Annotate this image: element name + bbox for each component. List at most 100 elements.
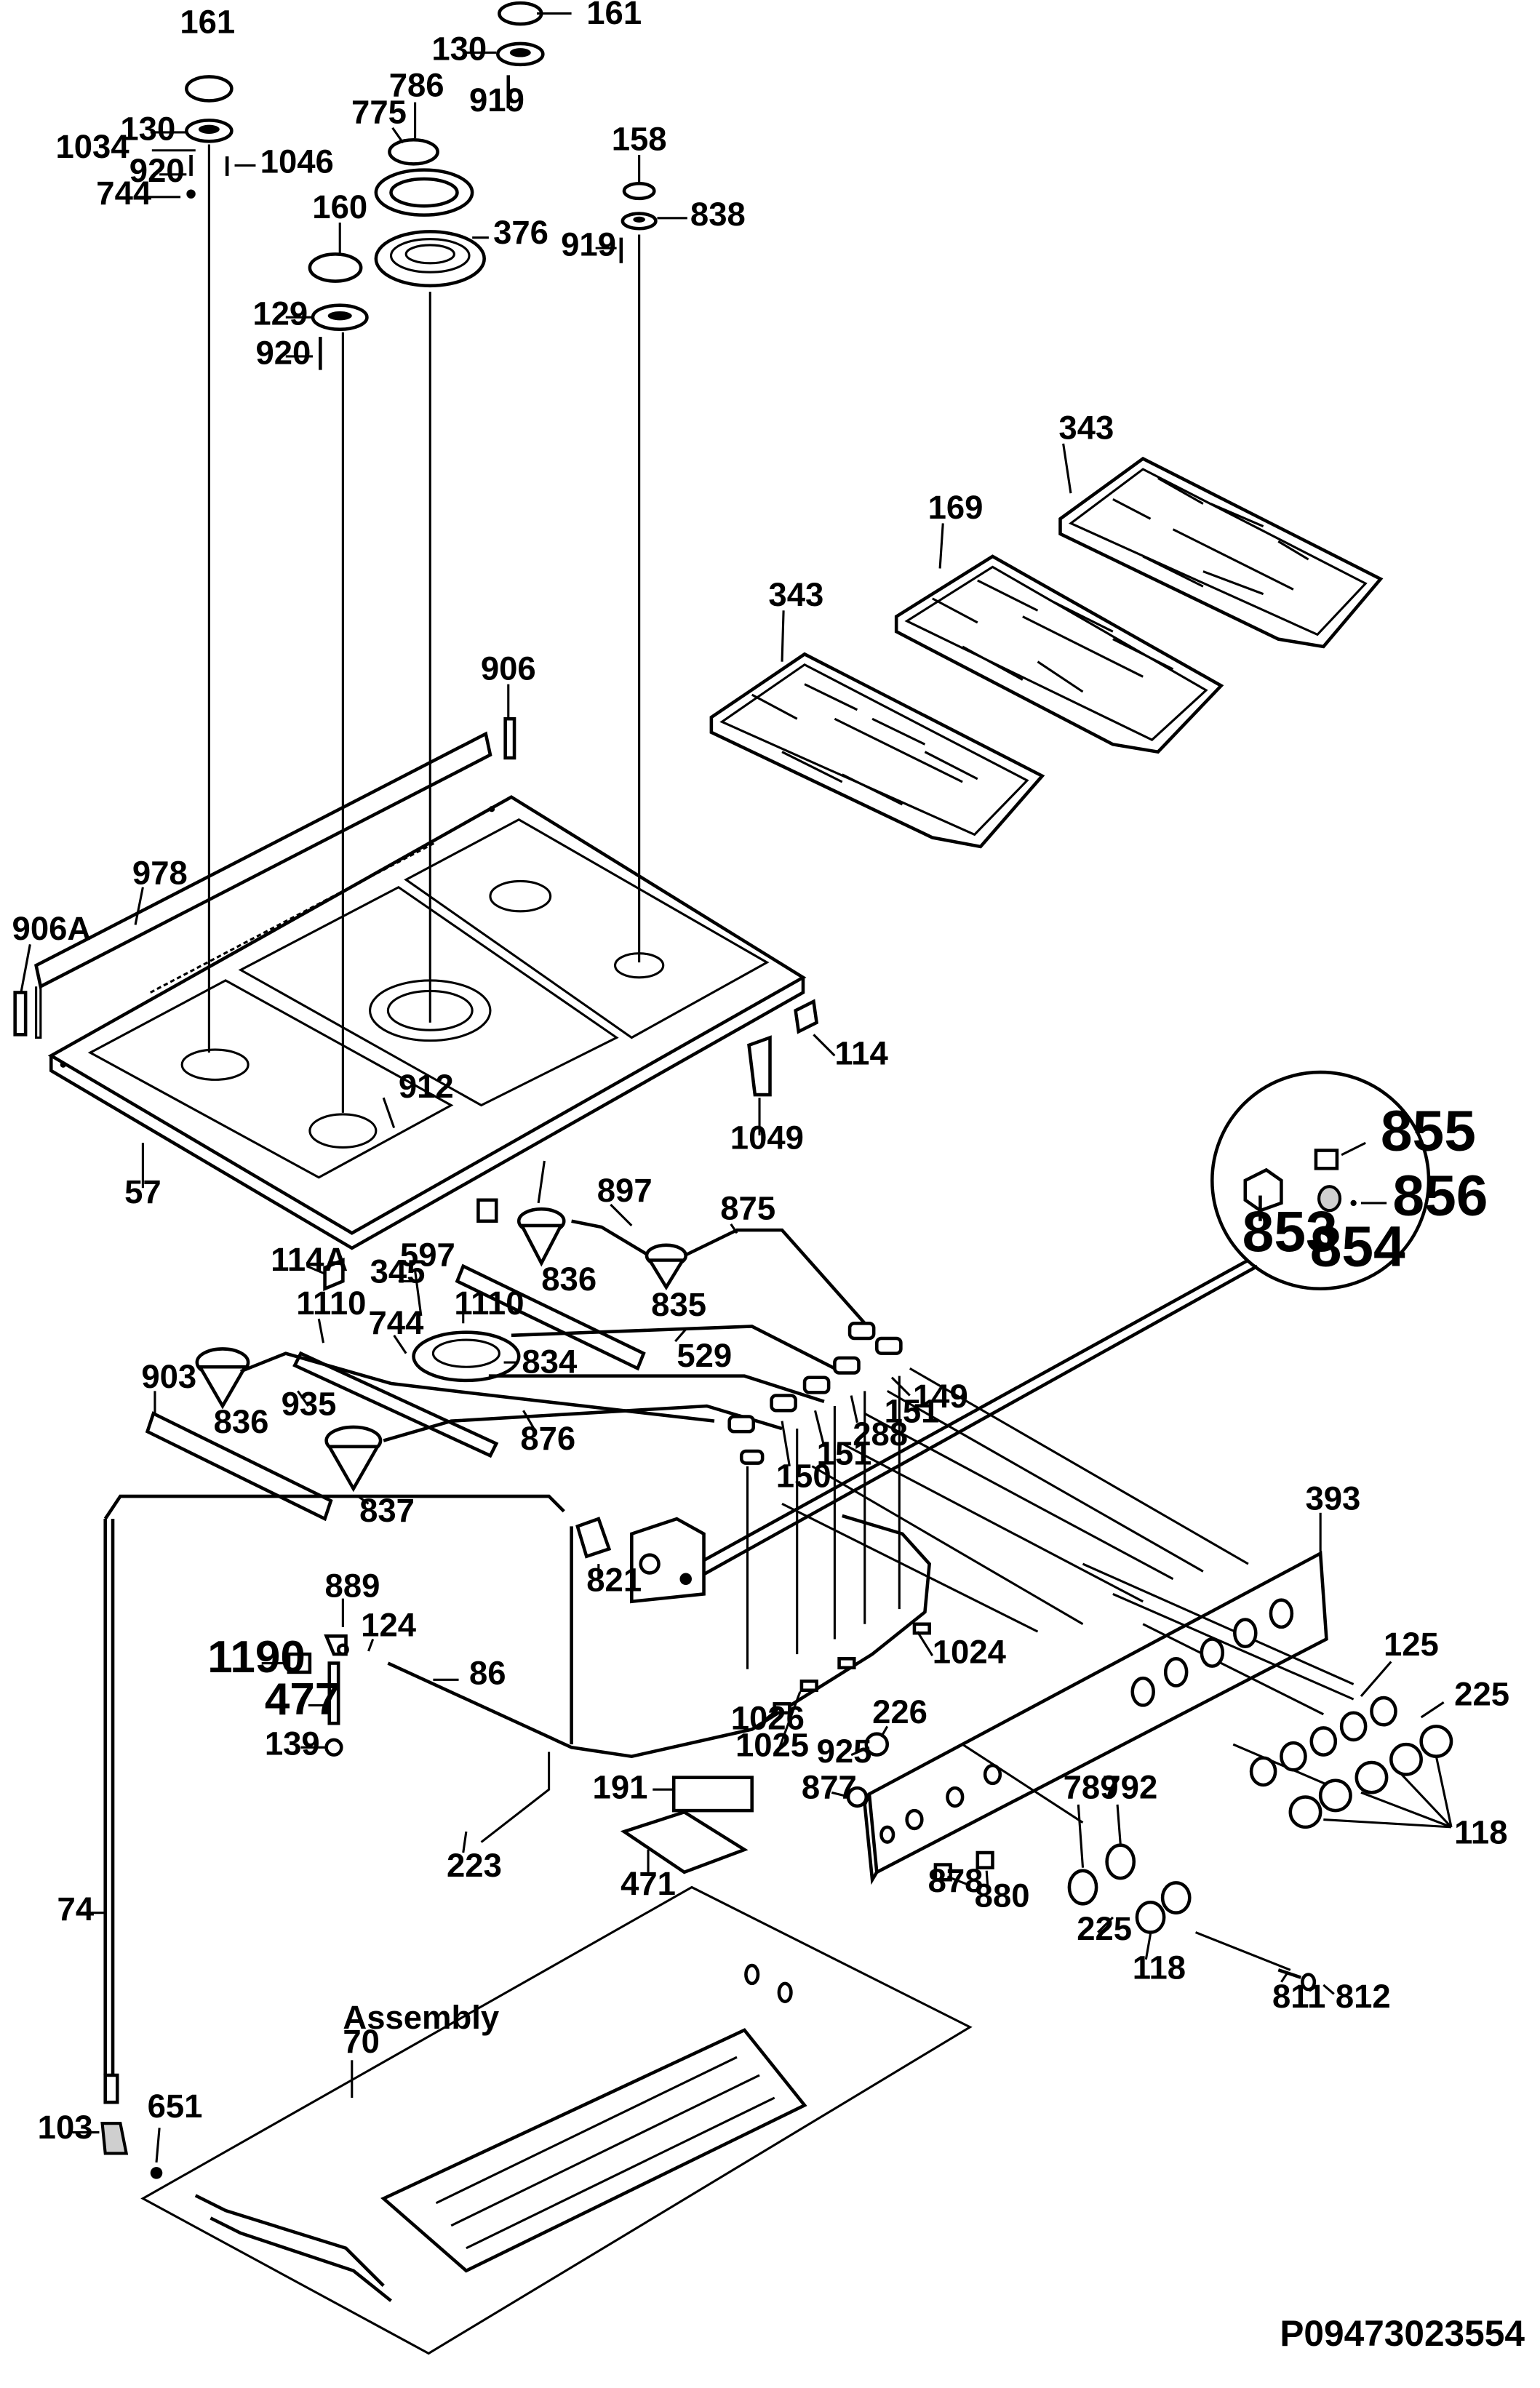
reference-code: P09473023554 [1280,2313,1525,2354]
label-leaders [20,12,1453,2163]
rear-right-burner-assembly [619,181,658,963]
rear-center-burner-assembly [496,1,545,108]
label-853: 853 [1242,1199,1338,1263]
pan-support-grate-right [1058,456,1384,649]
part-labels: 161 161 130 919 786 775 376 158 838 919 … [12,0,1525,2354]
label-651: 651 [148,2088,203,2125]
label-880: 880 [975,1877,1030,1914]
label-978: 978 [132,855,188,892]
label-160: 160 [312,188,367,225]
label-855: 855 [1381,1099,1476,1163]
pan-support-grate-center [894,554,1224,754]
label-158: 158 [612,121,667,158]
label-529: 529 [677,1337,732,1374]
rear-trim-strip [13,716,516,1039]
control-panel [863,1550,1328,1885]
label-1034: 1034 [55,128,129,165]
label-935: 935 [282,1385,337,1422]
label-151: 151 [885,1393,940,1430]
label-821: 821 [586,1561,642,1598]
label-130: 130 [120,110,175,147]
label-288: 288 [853,1415,908,1453]
label-393: 393 [1305,1480,1360,1517]
label-125: 125 [1384,1626,1439,1663]
label-114: 114 [834,1035,888,1072]
label-114A: 114A [271,1241,348,1278]
label-345: 345 [370,1253,426,1290]
label-789: 789 [1064,1769,1119,1806]
label-925: 925 [817,1733,872,1770]
label-477: 477 [265,1674,340,1725]
label-875: 875 [720,1190,775,1227]
label-139: 139 [265,1725,320,1762]
oven-burner-assembly [100,1885,973,2355]
label-225: 225 [1077,1910,1132,1947]
label-775: 775 [351,94,407,131]
label-343: 343 [1058,410,1114,447]
label-124: 124 [361,1606,417,1643]
label-169: 169 [928,489,984,526]
label-1024: 1024 [933,1634,1007,1671]
label-161: 161 [180,3,235,40]
label-118: 118 [1133,1949,1186,1986]
label-191: 191 [593,1769,648,1806]
label-811: 811 [1272,1978,1325,2015]
label-130: 130 [431,31,487,68]
label-836: 836 [214,1403,269,1440]
label-103: 103 [38,2109,93,2146]
label-835: 835 [651,1286,706,1323]
wok-burner-assembly [374,137,486,1023]
label-597: 597 [400,1237,455,1274]
label-1025: 1025 [735,1727,809,1764]
label-343: 343 [768,576,823,613]
burner-cups [195,1207,688,1493]
valve-detail-box [575,1517,706,1604]
label-223: 223 [447,1847,502,1884]
label-812: 812 [1336,1978,1391,2015]
misc-parts [287,1622,931,1874]
label-70: 70 [343,2023,380,2060]
label-744: 744 [369,1304,425,1341]
label-912: 912 [399,1068,454,1105]
label-889: 889 [325,1568,380,1605]
label-919: 919 [561,225,616,263]
label-877: 877 [802,1769,857,1806]
label-786: 786 [389,66,444,103]
detail-circle [1210,1070,1431,1291]
leader-lines [690,1258,1355,1971]
label-1046: 1046 [260,143,334,180]
label-1049: 1049 [730,1119,804,1156]
label-919: 919 [469,81,524,119]
label-376: 376 [493,214,548,251]
label-878: 878 [928,1862,984,1899]
label-1190: 1190 [207,1632,306,1682]
label-161: 161 [586,0,642,31]
label-86: 86 [469,1654,506,1691]
label-903: 903 [141,1358,196,1395]
control-knobs [846,1696,1453,1992]
label-226: 226 [872,1693,927,1730]
label-906: 906 [481,650,536,687]
label-1110: 1110 [454,1285,524,1322]
label-149: 149 [913,1378,968,1415]
label-854: 854 [1310,1215,1405,1279]
brackets [145,999,819,1522]
label-150: 150 [776,1458,831,1495]
label-1110: 1110 [296,1285,366,1322]
label-920: 920 [129,152,185,189]
front-left-burner-assembly [308,252,369,1113]
label-74: 74 [57,1890,95,1928]
label-856: 856 [1392,1163,1488,1227]
label-57: 57 [124,1173,161,1210]
label-118: 118 [1454,1814,1507,1851]
label-920: 920 [255,334,311,371]
label-837: 837 [359,1492,415,1529]
label-225: 225 [1454,1675,1509,1712]
label-744: 744 [96,175,152,212]
label-897: 897 [597,1172,653,1209]
label-838: 838 [690,196,746,233]
label-876: 876 [520,1420,575,1457]
label-906A: 906A [12,910,92,947]
label-471: 471 [621,1865,676,1902]
